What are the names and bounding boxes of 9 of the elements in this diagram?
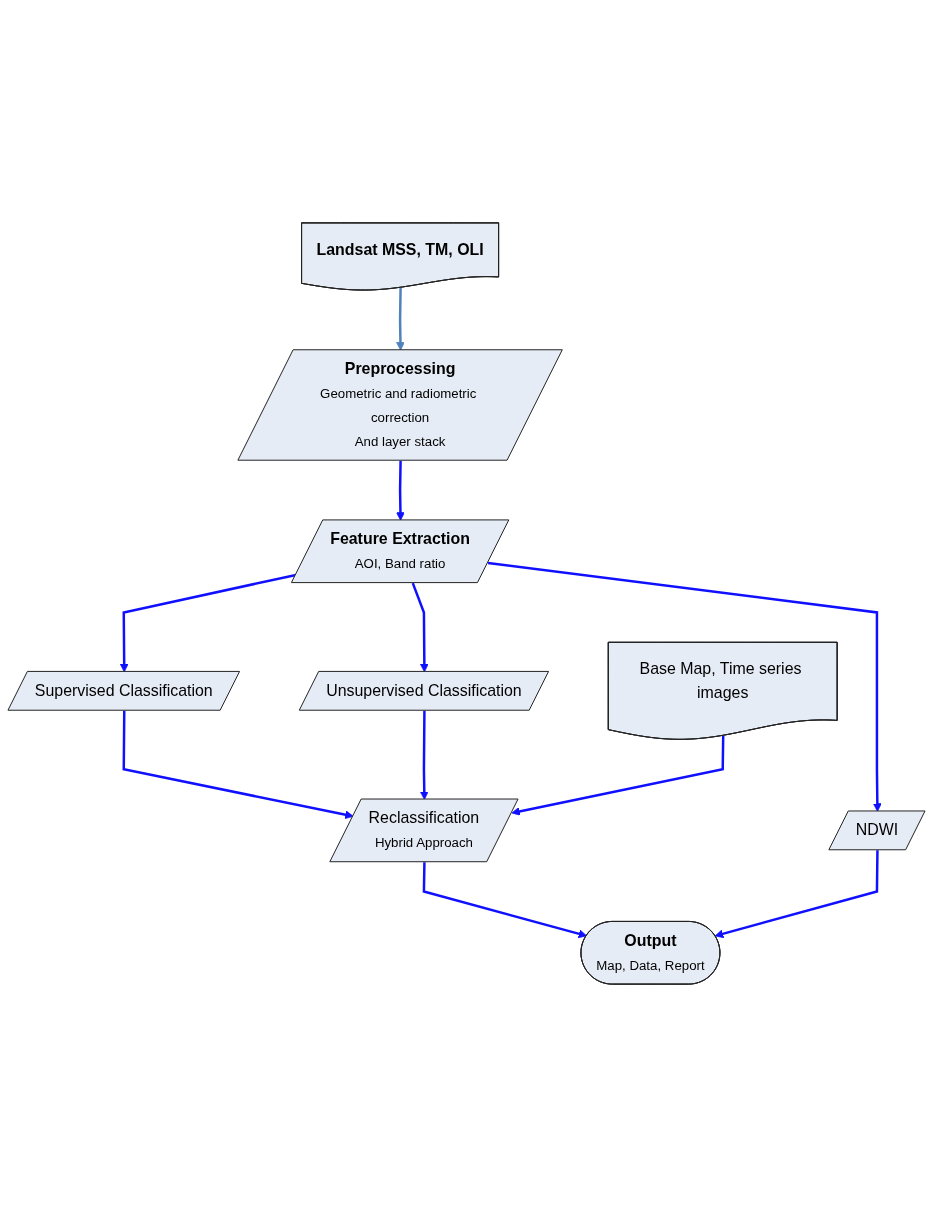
arrow [396, 460, 405, 521]
arrow [487, 561, 882, 812]
arrow [422, 862, 588, 939]
arrow [411, 582, 429, 673]
arrow [714, 850, 879, 939]
arrow [419, 710, 429, 800]
arrow [122, 710, 354, 820]
arrow [511, 735, 725, 816]
arrow [396, 287, 405, 351]
